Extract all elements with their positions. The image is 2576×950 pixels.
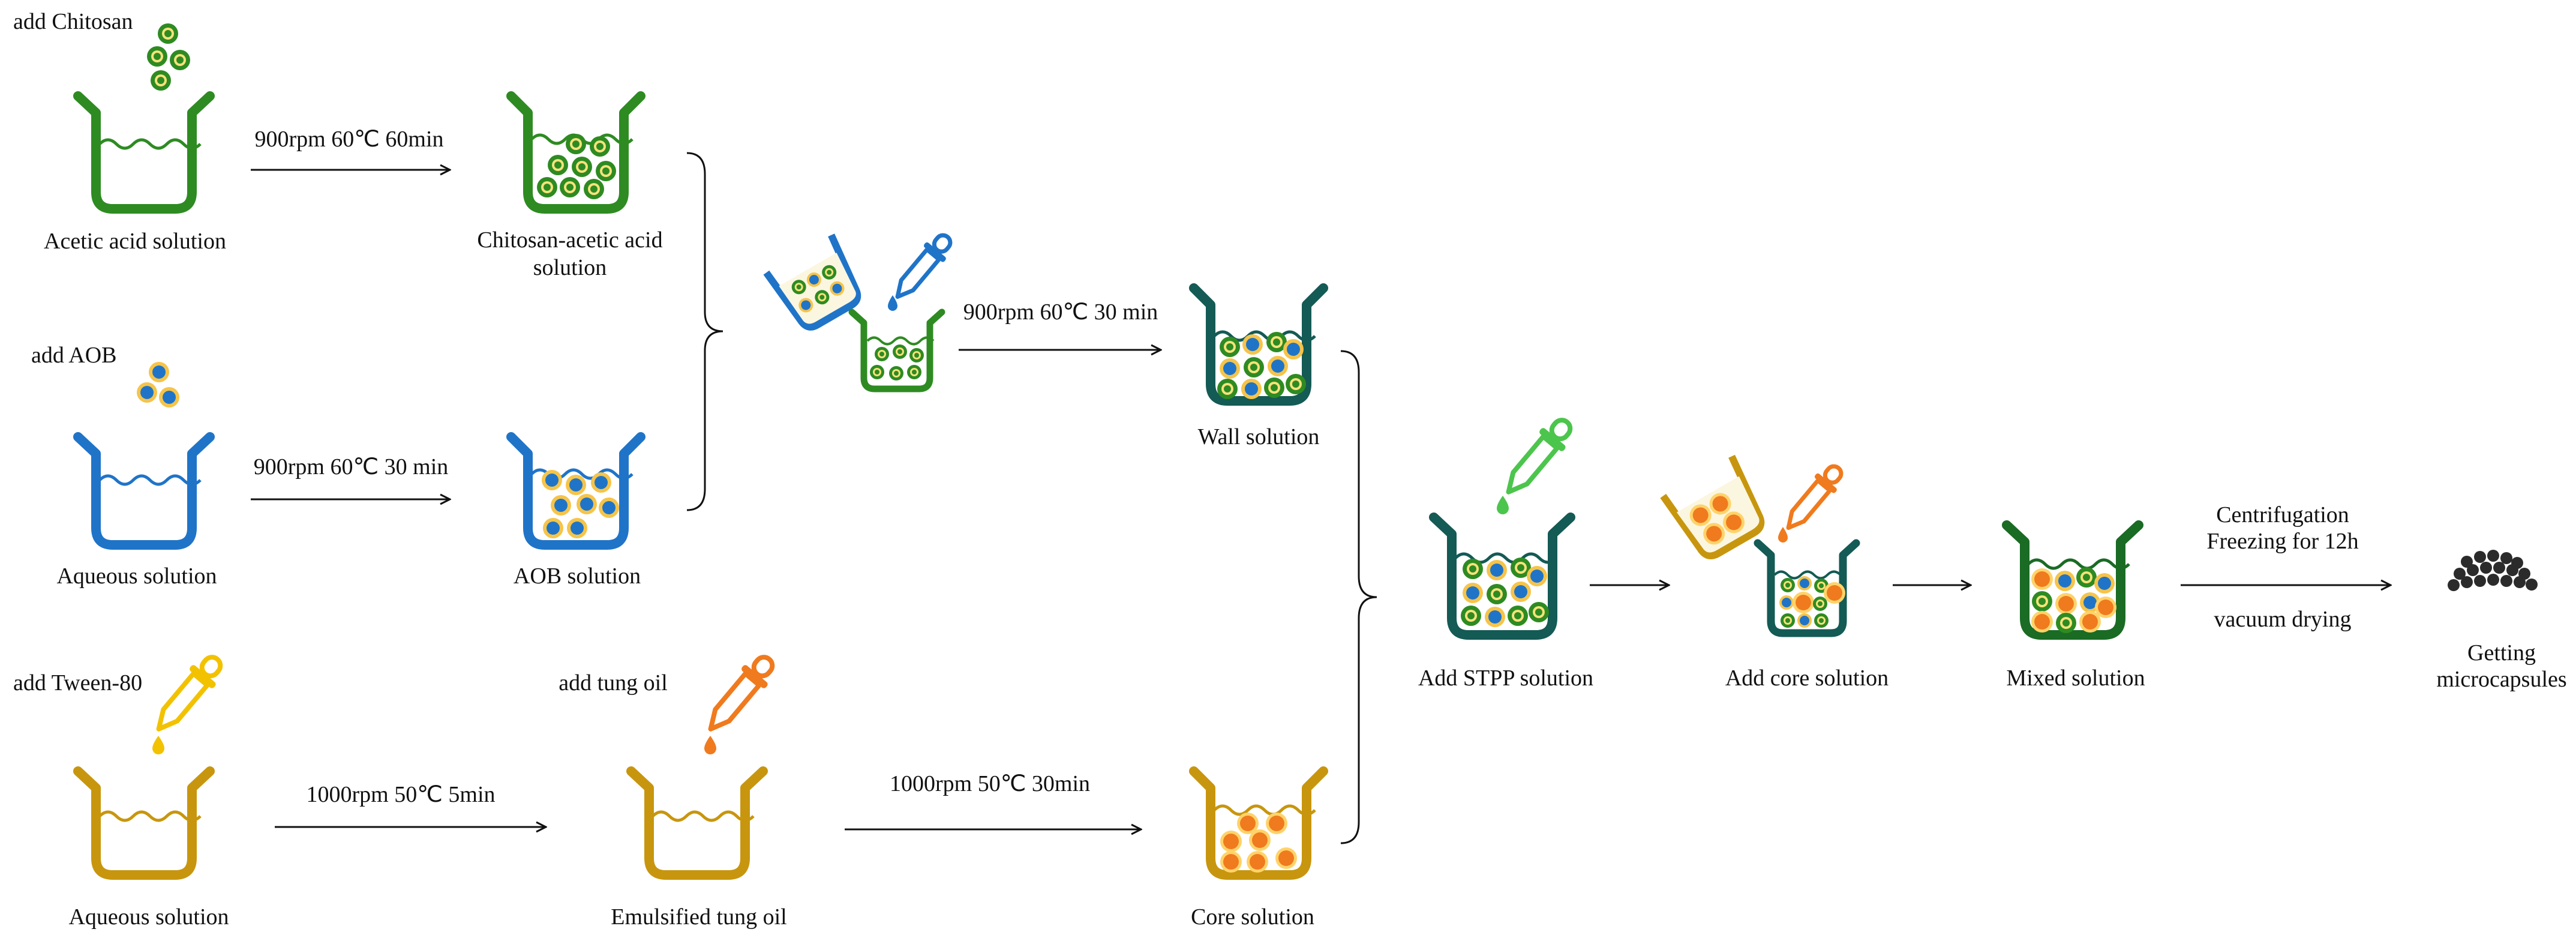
beaker-icon: [848, 308, 945, 392]
beaker-icon: [1660, 454, 1765, 559]
arrow-row2-label: 900rpm 60℃ 30 min: [253, 454, 449, 480]
vacuum-drying-label: vacuum drying: [2214, 607, 2352, 632]
bracket: [686, 152, 723, 511]
particle-icon: [542, 470, 619, 538]
aob-particles-icon: [137, 362, 179, 407]
wall-solution-label: Wall solution: [1197, 424, 1320, 449]
add-chitosan-label: add Chitosan: [13, 9, 133, 34]
beaker-icon: [1189, 283, 1328, 406]
beaker-icon: [763, 233, 861, 331]
chitosan-solution-label-line1: Chitosan-acetic acid: [477, 227, 663, 253]
bracket: [1340, 350, 1377, 844]
particle-icon: [1217, 332, 1306, 399]
core-solution-label: Core solution: [1191, 904, 1314, 930]
particle-icon: [1220, 813, 1297, 873]
freezing-label: Freezing for 12h: [2206, 529, 2359, 554]
centrifugation-label: Centrifugation: [2216, 502, 2349, 528]
arrow-row1-label: 900rpm 60℃ 60min: [254, 127, 444, 152]
arrow-row3a-label: 1000rpm 50℃ 5min: [306, 782, 496, 807]
drop-icon: [1778, 527, 1788, 543]
emulsified-tung-oil-label: Emulsified tung oil: [611, 904, 787, 930]
mixed-solution-label: Mixed solution: [2006, 666, 2145, 691]
chitosan-particles-icon: [147, 23, 190, 91]
acetic-acid-solution-label: Acetic acid solution: [44, 229, 226, 254]
dropper-icon: [708, 655, 775, 732]
dropper-icon: [1786, 464, 1844, 530]
dropper-icon: [895, 233, 953, 299]
add-aob-label: add AOB: [31, 343, 117, 368]
aqueous-solution-label-row3: Aqueous solution: [68, 904, 229, 930]
beaker-icon: [1754, 539, 1860, 637]
result-label-line2: microcapsules: [2436, 667, 2567, 692]
dropper-icon: [156, 655, 223, 732]
aqueous-solution-label-row2: Aqueous solution: [56, 564, 217, 589]
aob-solution-label: AOB solution: [513, 564, 641, 589]
beaker-icon: [73, 766, 215, 880]
particle-icon: [2031, 567, 2116, 633]
add-core-label: Add core solution: [1725, 666, 1889, 691]
beaker-icon: [506, 91, 645, 214]
beaker-icon: [73, 432, 215, 550]
add-tween-label: add Tween-80: [13, 670, 143, 696]
beaker-icon: [1429, 513, 1575, 640]
arrow-row3b-label: 1000rpm 50℃ 30min: [889, 771, 1091, 796]
drop-icon: [704, 736, 716, 754]
chitosan-solution-label-line2: solution: [533, 255, 607, 280]
particle-icon: [1461, 558, 1549, 627]
microcapsule-pile-icon: [2448, 550, 2538, 591]
beaker-icon: [626, 766, 768, 880]
particle-icon: [537, 134, 616, 199]
add-tung-oil-label: add tung oil: [559, 670, 668, 696]
drop-icon: [1497, 496, 1509, 514]
arrow-wall-label: 900rpm 60℃ 30 min: [963, 299, 1158, 325]
particle-icon: [870, 344, 924, 380]
beaker-icon: [73, 91, 215, 214]
dropper-icon: [1506, 418, 1573, 495]
beaker-icon: [506, 432, 645, 550]
result-label-line1: Getting: [2467, 640, 2536, 666]
beaker-icon: [1189, 766, 1328, 880]
add-stpp-label: Add STPP solution: [1418, 666, 1594, 691]
particle-icon: [1779, 576, 1845, 628]
drop-icon: [888, 295, 897, 311]
beaker-icon: [2002, 520, 2143, 640]
drop-icon: [152, 736, 164, 754]
